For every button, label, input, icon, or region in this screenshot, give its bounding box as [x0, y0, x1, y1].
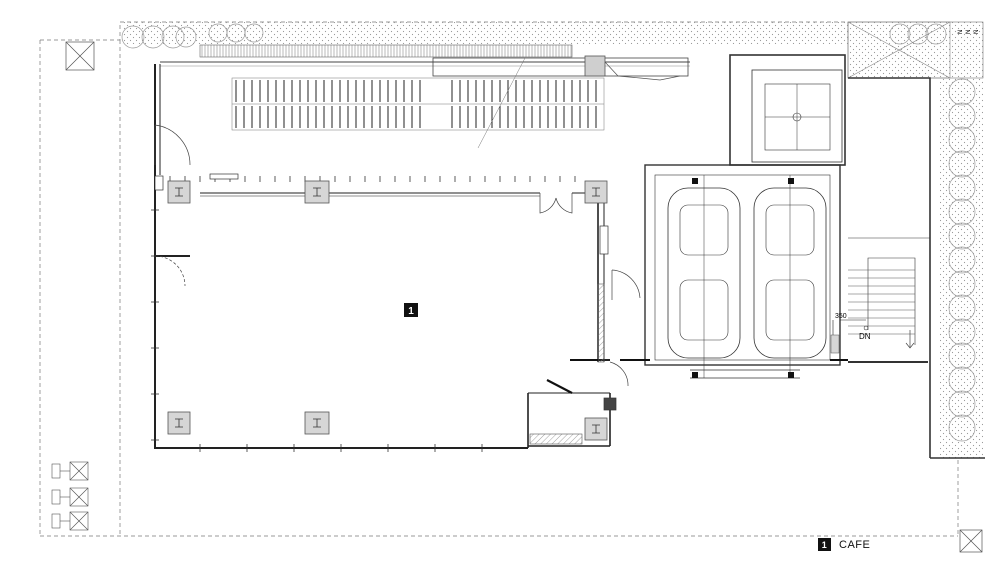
legend: 1 CAFE: [818, 538, 870, 551]
door-swings: [154, 124, 641, 394]
site-boundary: [39, 21, 959, 537]
cafe-walls: [154, 64, 611, 449]
bike-racks: [51, 461, 89, 531]
wall-ticks: [151, 176, 576, 452]
trees-right: [948, 78, 976, 442]
columns: [167, 180, 608, 441]
tree-canopy: [948, 294, 976, 322]
tree-canopy: [948, 150, 976, 178]
north-mark: N: [974, 30, 980, 34]
lift-core: [729, 54, 846, 166]
tree-canopy: [948, 222, 976, 250]
tree-canopy: [948, 174, 976, 202]
stair-arrow: [905, 330, 915, 349]
seating-frame: [231, 57, 605, 149]
tree-canopy: [948, 342, 976, 370]
tree-canopy: [948, 270, 976, 298]
north-facade: [160, 44, 690, 81]
stair-treads: [848, 269, 915, 335]
car-parking: [644, 164, 841, 379]
north-marks: N N N: [958, 30, 980, 34]
room-tag-number: 1: [408, 306, 414, 317]
corner-symbols: [65, 41, 983, 553]
tree-canopy: [948, 198, 976, 226]
tree-canopy: [948, 126, 976, 154]
stair-down-label: DN: [859, 332, 871, 341]
room-tag: 1: [404, 303, 418, 317]
landscape-strips: [122, 21, 984, 458]
planter-box-top-right: [847, 21, 951, 79]
parking-posts: [692, 178, 794, 378]
tree-canopy: [948, 246, 976, 274]
tree-canopy: [948, 390, 976, 418]
tree-canopy: [948, 318, 976, 346]
legend-label: CAFE: [839, 538, 871, 551]
tree-canopy: [948, 78, 976, 106]
north-mark: N: [966, 30, 972, 34]
dimension-label: 350: [835, 313, 847, 320]
hatched-walls: [529, 283, 605, 445]
tree-canopy: [948, 414, 976, 442]
fixtures: [154, 173, 617, 411]
tree-canopy: [948, 102, 976, 130]
legend-number-badge: 1: [818, 538, 831, 551]
seating-rows: [235, 80, 597, 128]
north-mark: N: [958, 30, 964, 34]
column-marks: [175, 187, 600, 434]
tree-canopy: [948, 366, 976, 394]
dimension-350: 350: [830, 313, 869, 354]
